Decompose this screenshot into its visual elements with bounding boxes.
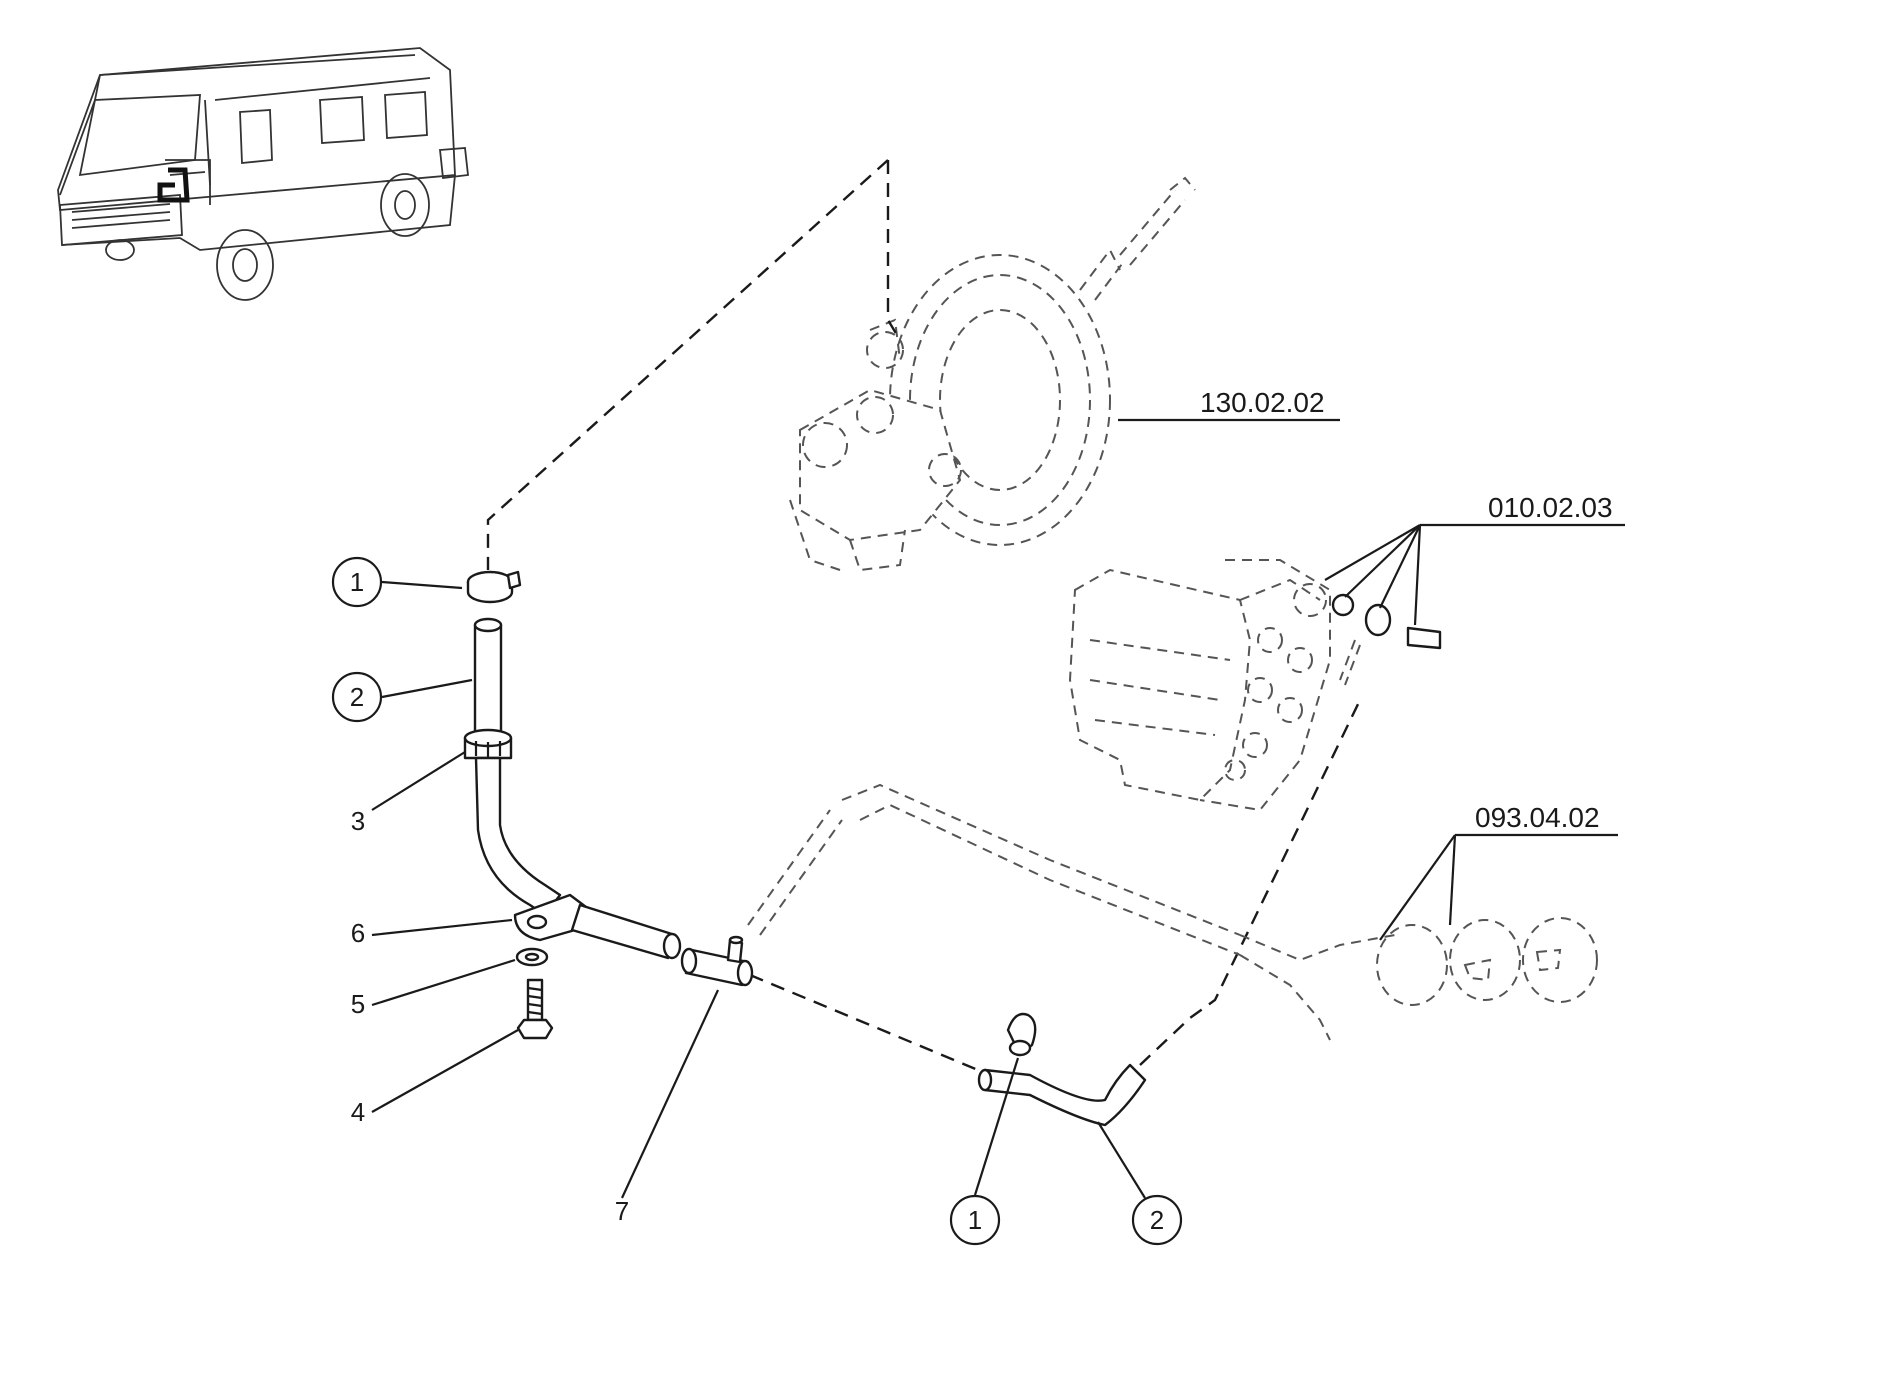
vehicle-thumbnail [57,47,469,301]
engine-ghost [1068,559,1442,812]
bent-pipe [474,756,562,917]
pipe-bracket [513,893,682,960]
callout-text: 2 [1150,1205,1164,1235]
callout-5: 5 [351,989,365,1019]
leader-lines [371,418,1625,1199]
washer [515,947,549,967]
callout-7: 7 [615,1196,629,1226]
hose-assembly-ghost [747,783,1598,1041]
brake-booster-ghost [789,176,1196,572]
grommet [463,728,513,760]
callout-1-top: 1 [331,556,383,608]
vacuum-hose-vertical [473,617,503,737]
callout-3: 3 [351,806,365,836]
parts-solid [463,570,1147,1127]
routing-lines [486,159,1362,1077]
hose-clamp-bottom [1006,1012,1037,1057]
callout-2-top: 2 [331,671,383,723]
callout-text: 1 [350,567,364,597]
callout-text: 1 [968,1205,982,1235]
callout-1-bottom: 1 [949,1194,1001,1246]
ref-engine-label[interactable]: 010.02.03 [1488,492,1613,523]
ref-hose-group-label[interactable]: 093.04.02 [1475,802,1600,833]
callout-4: 4 [351,1097,365,1127]
hose-clamp-top [466,570,522,604]
vacuum-hose-bent [977,1063,1147,1127]
bolt [516,978,554,1040]
callout-text: 2 [350,682,364,712]
callout-6: 6 [351,918,365,948]
callout-2-bottom: 2 [1131,1194,1183,1246]
tee-fitting [680,935,754,987]
ref-brake-booster-label[interactable]: 130.02.02 [1200,387,1325,418]
